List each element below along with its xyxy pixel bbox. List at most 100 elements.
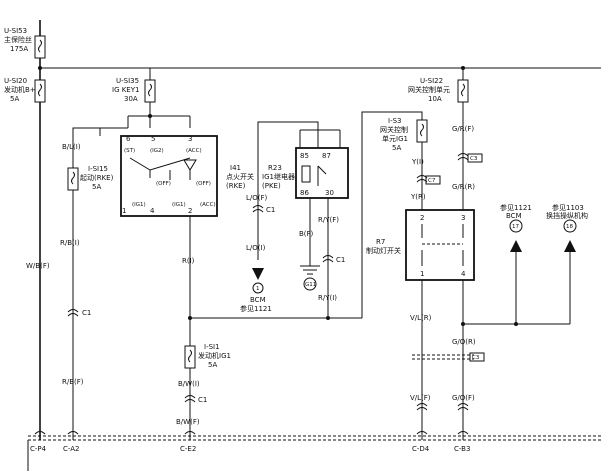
connector-c1-relay	[322, 255, 334, 263]
switch-contacts-mid	[149, 170, 191, 180]
fuse-si1-name: 发动机IG1	[198, 351, 231, 360]
fuse-si20	[34, 79, 46, 103]
fuse-si1-element	[188, 349, 192, 363]
connector-c3-tag	[469, 352, 485, 362]
switch-pin4: 4	[150, 207, 155, 215]
wire-gateway-feed	[361, 111, 423, 318]
wire-relay-feed	[257, 121, 319, 260]
fuse-si53	[34, 35, 46, 59]
r7-pin1: 1	[420, 270, 424, 278]
ref-t18-circle	[563, 219, 577, 233]
connector-c3-top-label: C3	[470, 156, 478, 162]
connector-c1-left	[67, 309, 79, 317]
relay-switch	[317, 165, 327, 186]
ref-bcm-num: 1	[256, 286, 260, 292]
junction-dot	[514, 322, 518, 326]
wire-ri-label: R(I)	[182, 257, 195, 265]
ground-g11-circle	[303, 277, 317, 291]
relay-pin86: 86	[300, 189, 309, 197]
fuse-si1-id: I-SI1	[204, 343, 220, 351]
ref-bcm-ref: 参见1121	[240, 304, 272, 313]
switch-pin5: 5	[151, 135, 155, 143]
r7-id: R7	[376, 238, 385, 246]
ref-t18-ref: 参见1103	[552, 203, 584, 212]
wire-bwi-label: B/W(I)	[178, 380, 200, 388]
fuse-si20-name: 发动机B+	[4, 85, 36, 94]
r7-name: 制动灯开关	[366, 246, 401, 255]
fuse-si15-rating: 5A	[92, 183, 101, 191]
switch-ig1b: (IG1)	[172, 202, 186, 208]
connectors-c1-bottom	[416, 403, 469, 411]
fuse-si35-rating: 30A	[124, 95, 138, 103]
fuse-si22-element	[461, 83, 465, 97]
connector-c1-lo	[252, 205, 264, 213]
r23-name2: (PKE)	[262, 182, 281, 190]
junction-dot	[38, 66, 42, 70]
fuse-si22	[457, 79, 469, 103]
connector-c1-mid-label: C1	[198, 396, 207, 404]
connector-c3-top	[457, 153, 469, 161]
r7-pin3: 3	[461, 214, 465, 222]
conn-cb3: C-B3	[454, 445, 470, 453]
ref-bcm17-circle	[509, 219, 523, 233]
fuse-si22-name: 网关控制单元	[408, 85, 450, 94]
ref-bcm17-name: BCM	[506, 212, 522, 220]
brake-switch-contacts	[421, 224, 464, 266]
fuse-s3-rating: 5A	[392, 144, 401, 152]
wire-gr-mid-label: G/R(R)	[452, 183, 475, 191]
fuse-si20-rating: 5A	[10, 95, 19, 103]
fuse-si53-name: 主保险丝	[4, 35, 32, 44]
ignition-switch-box	[120, 135, 218, 217]
connector-c1-left-label: C1	[82, 309, 91, 317]
wire-bwf-label: B/W(F)	[176, 418, 200, 426]
wire-vl-f-label: V/L(F)	[410, 394, 431, 402]
junction-dot	[461, 66, 465, 70]
connector-c7-label: C7	[428, 178, 436, 184]
ref-bcm17-num: 17	[512, 224, 519, 230]
connector-c7-tag	[425, 175, 441, 185]
wire-go-f-label: G/O(F)	[452, 394, 475, 402]
fuse-si35-id: U-SI35	[116, 77, 139, 85]
wire-vl-r-label: V/L(R)	[410, 314, 432, 322]
arrow-bcm17	[510, 240, 522, 252]
wire-rbf-label: R/B(F)	[62, 378, 84, 386]
r23-name: IG1继电器	[262, 172, 295, 181]
relay-pin87: 87	[322, 152, 331, 160]
switch-pin2: 2	[188, 207, 192, 215]
fuse-si15-element	[71, 171, 75, 185]
switch-st: (ST)	[124, 148, 135, 154]
fuse-si53-id: U-SI53	[4, 27, 27, 35]
arrow-shift	[564, 240, 576, 252]
switch-ig2: (IG2)	[150, 148, 164, 154]
brake-switch-box	[405, 209, 475, 281]
wire-ry-bot-label: R/Y(I)	[318, 294, 337, 302]
fuse-si22-id: U-SI22	[420, 77, 443, 85]
ref-t18-num: 18	[566, 224, 573, 230]
wire-wb-label: W/B(F)	[26, 262, 50, 270]
conn-cp4: C-P4	[30, 445, 47, 453]
wire-yi-label: Y(I)	[411, 158, 424, 166]
ref-t18-name: 换挡操纵机构	[546, 211, 588, 220]
connector-c3-top-tag	[467, 153, 483, 163]
wire-ry-top-label: R/Y(F)	[318, 216, 339, 224]
connector-c1-relay-label: C1	[336, 256, 345, 264]
fuse-si53-element	[38, 39, 42, 53]
i41-name: 点火开关	[226, 172, 254, 181]
switch-acc: (ACC)	[200, 202, 216, 208]
wire-bf-label: B(F)	[299, 230, 314, 238]
fuse-s3	[416, 119, 428, 143]
wire-lo-label: L/O(I)	[246, 244, 266, 252]
connector-c1-lo-label: C1	[266, 206, 275, 214]
fuse-si15-name: 起动(RKE)	[80, 173, 114, 182]
wire-go-r-label: G/O(R)	[452, 338, 476, 346]
connector-c3-label: C3	[472, 355, 480, 361]
wire-bl-label: B/L(I)	[62, 143, 81, 151]
fuse-si53-rating: 175A	[10, 45, 28, 53]
r23-id: R23	[268, 164, 282, 172]
switch-acc-top: (ACC)	[186, 148, 202, 154]
wire-bl	[72, 127, 128, 136]
conn-ca2: C-A2	[63, 445, 80, 453]
switch-pin3: 3	[188, 135, 192, 143]
switch-off1: (OFF)	[156, 181, 171, 187]
